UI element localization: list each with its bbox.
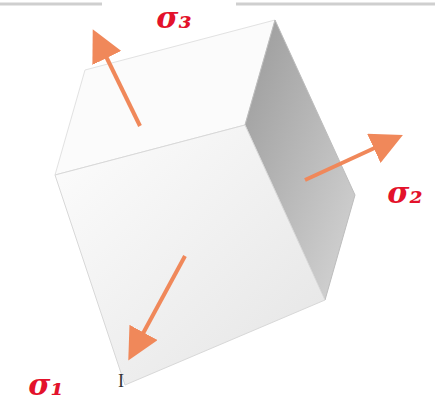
cube-front-face — [55, 125, 325, 385]
stress-arrow — [98, 40, 140, 126]
stress-arrow — [305, 140, 392, 180]
frame-line — [236, 3, 435, 6]
corner-mark: I — [118, 372, 124, 390]
frame-line — [0, 3, 102, 6]
stress-label: σ₃ — [152, 3, 195, 33]
stress-arrow — [134, 256, 185, 350]
stress-label: σ₁ — [28, 370, 63, 400]
stress-label: σ₂ — [387, 178, 422, 208]
